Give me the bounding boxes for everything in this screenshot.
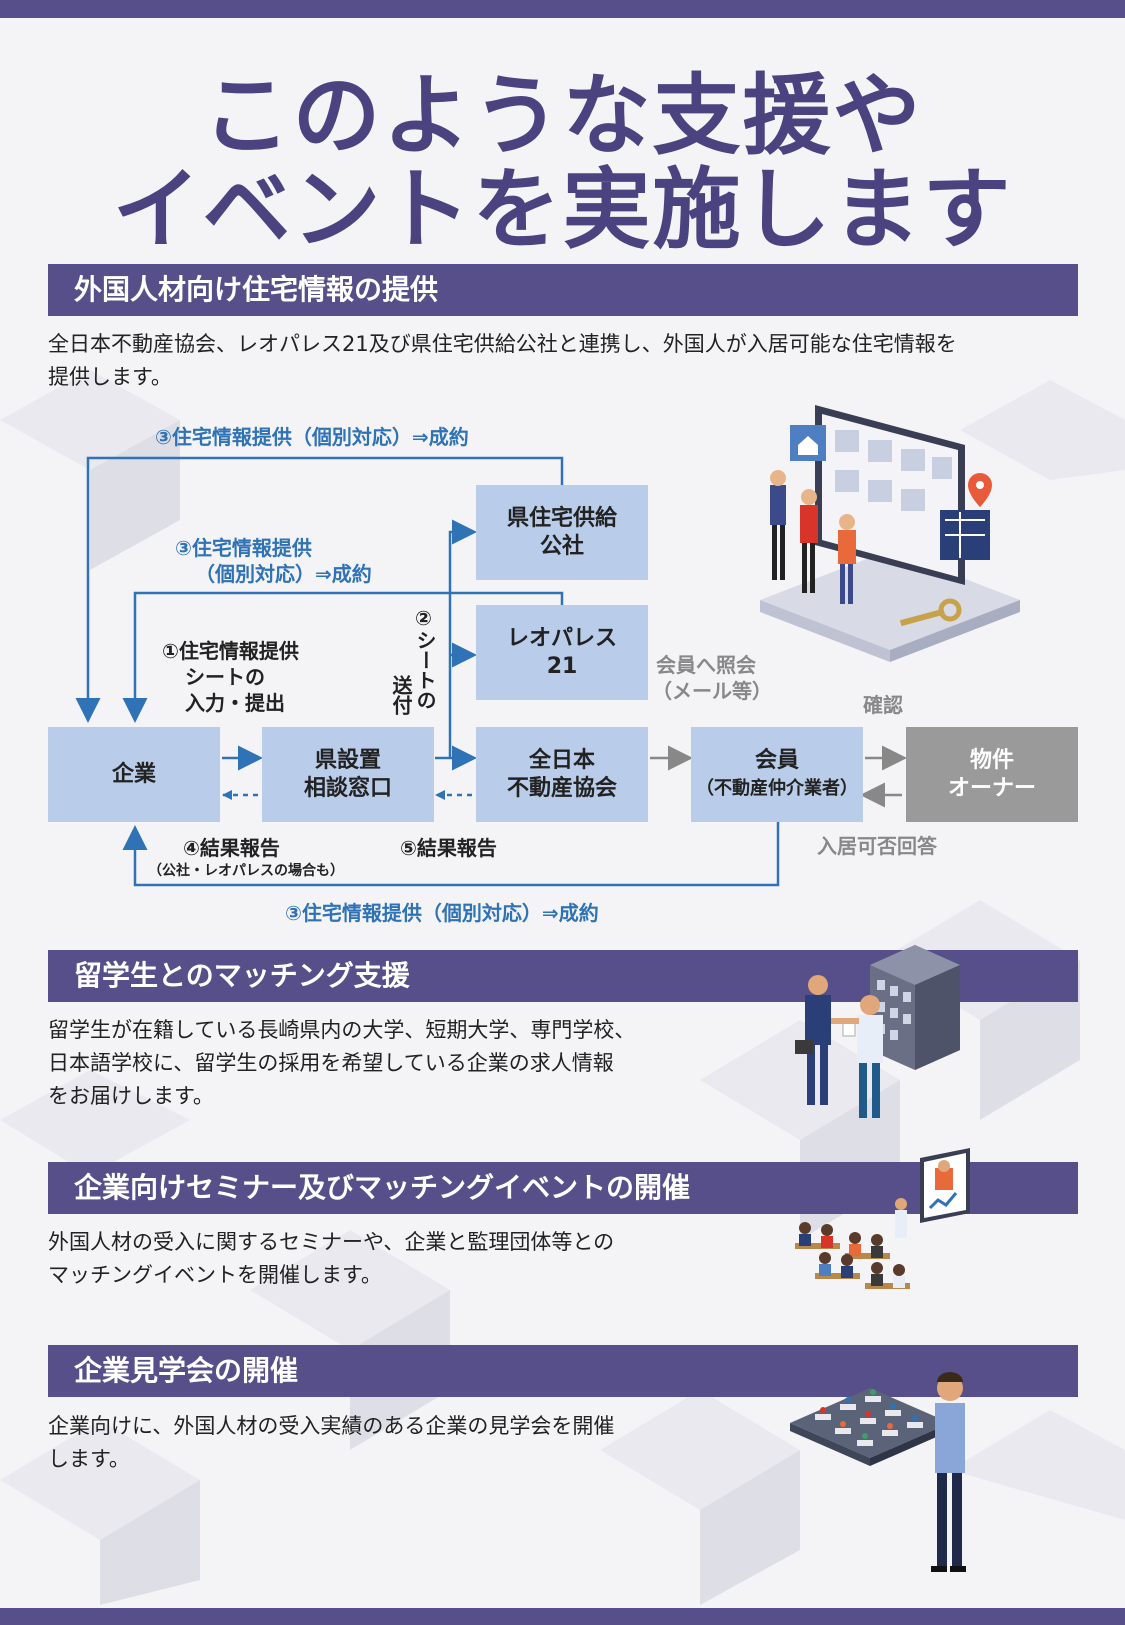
housing-body-line2: 提供します。 <box>48 365 172 389</box>
label-step2-number: ② <box>415 606 432 630</box>
node-zennichi: 全日本 不動産協会 <box>476 727 648 822</box>
label-step3-mid-line2: （個別対応）⇒成約 <box>195 562 372 586</box>
node-owner-line1: 物件 <box>969 747 1014 773</box>
housing-body-line1: 全日本不動産協会、レオパレス21及び県住宅供給公社と連携し、外国人が入居可能な住… <box>48 332 957 356</box>
section-heading-tour: 企業見学会の開催 <box>48 1345 1078 1397</box>
label-inquiry-line1: 会員へ照会 <box>656 653 756 677</box>
node-member-line2: （不動産仲介業者） <box>696 777 858 799</box>
tour-body-line1: 企業向けに、外国人材の受入実績のある企業の見学会を開催 <box>48 1414 615 1438</box>
seminar-body-line1: 外国人材の受入に関するセミナーや、企業と監理団体等との <box>48 1230 615 1254</box>
label-step2-column2: 送付 <box>389 675 413 715</box>
students-body-line2: 日本語学校に、留学生の採用を希望している企業の求人情報 <box>48 1051 614 1075</box>
handshake-illustration-icon <box>795 945 960 1118</box>
node-member-line1: 会員 <box>754 747 799 773</box>
node-leo-line2: 21 <box>546 653 578 679</box>
page-title-line1: このような支援や <box>202 64 923 167</box>
page-title-line2: イベントを実施します <box>112 158 1013 261</box>
housing-board-illustration-icon <box>760 405 1020 662</box>
label-step1-line1: ①住宅情報提供 <box>162 639 299 663</box>
node-window-line1: 県設置 <box>314 747 381 773</box>
node-member: 会員 （不動産仲介業者） <box>691 727 863 822</box>
office-tour-illustration-icon <box>790 1372 966 1572</box>
label-step4: ④結果報告 <box>183 836 280 860</box>
node-kousha-line2: 公社 <box>539 533 584 559</box>
section-heading-housing: 外国人材向け住宅情報の提供 <box>48 264 1078 316</box>
node-housing-corporation: 県住宅供給 公社 <box>476 485 648 580</box>
node-consultation-window: 県設置 相談窓口 <box>262 727 434 822</box>
node-owner: 物件 オーナー <box>906 727 1078 822</box>
label-step2-column1: シートの <box>413 630 437 710</box>
label-step1-line3: 入力・提出 <box>185 691 285 715</box>
node-owner-line2: オーナー <box>947 775 1036 801</box>
label-step3-bottom: ③住宅情報提供（個別対応）⇒成約 <box>285 901 599 925</box>
label-step5: ⑤結果報告 <box>400 836 497 860</box>
label-inquiry-line2: （メール等） <box>652 679 772 703</box>
node-window-line2: 相談窓口 <box>303 775 392 801</box>
label-confirm: 確認 <box>863 693 903 717</box>
tour-body-line2: します。 <box>48 1447 130 1471</box>
node-leopalace: レオパレス 21 <box>476 605 648 700</box>
seminar-illustration-icon <box>795 1148 970 1289</box>
bottom-bar <box>0 1608 1125 1625</box>
top-bar <box>0 0 1125 18</box>
node-zennichi-line2: 不動産協会 <box>506 775 617 801</box>
node-company: 企業 <box>48 727 220 822</box>
node-company-label: 企業 <box>111 761 156 787</box>
node-zennichi-line1: 全日本 <box>528 747 595 773</box>
students-body-line1: 留学生が在籍している長崎県内の大学、短期大学、専門学校、 <box>48 1018 636 1042</box>
label-step3-mid-line1: ③住宅情報提供 <box>175 536 312 560</box>
label-step1-line2: シートの <box>185 665 265 689</box>
label-step4-note: （公社・レオパレスの場合も） <box>148 863 344 879</box>
label-step3-top: ③住宅情報提供（個別対応）⇒成約 <box>155 425 469 449</box>
students-body-line3: をお届けします。 <box>48 1084 214 1108</box>
label-answer: 入居可否回答 <box>817 834 937 858</box>
seminar-body-line2: マッチングイベントを開催します。 <box>48 1263 382 1287</box>
node-kousha-line1: 県住宅供給 <box>506 505 617 531</box>
node-leo-line1: レオパレス <box>506 625 617 651</box>
